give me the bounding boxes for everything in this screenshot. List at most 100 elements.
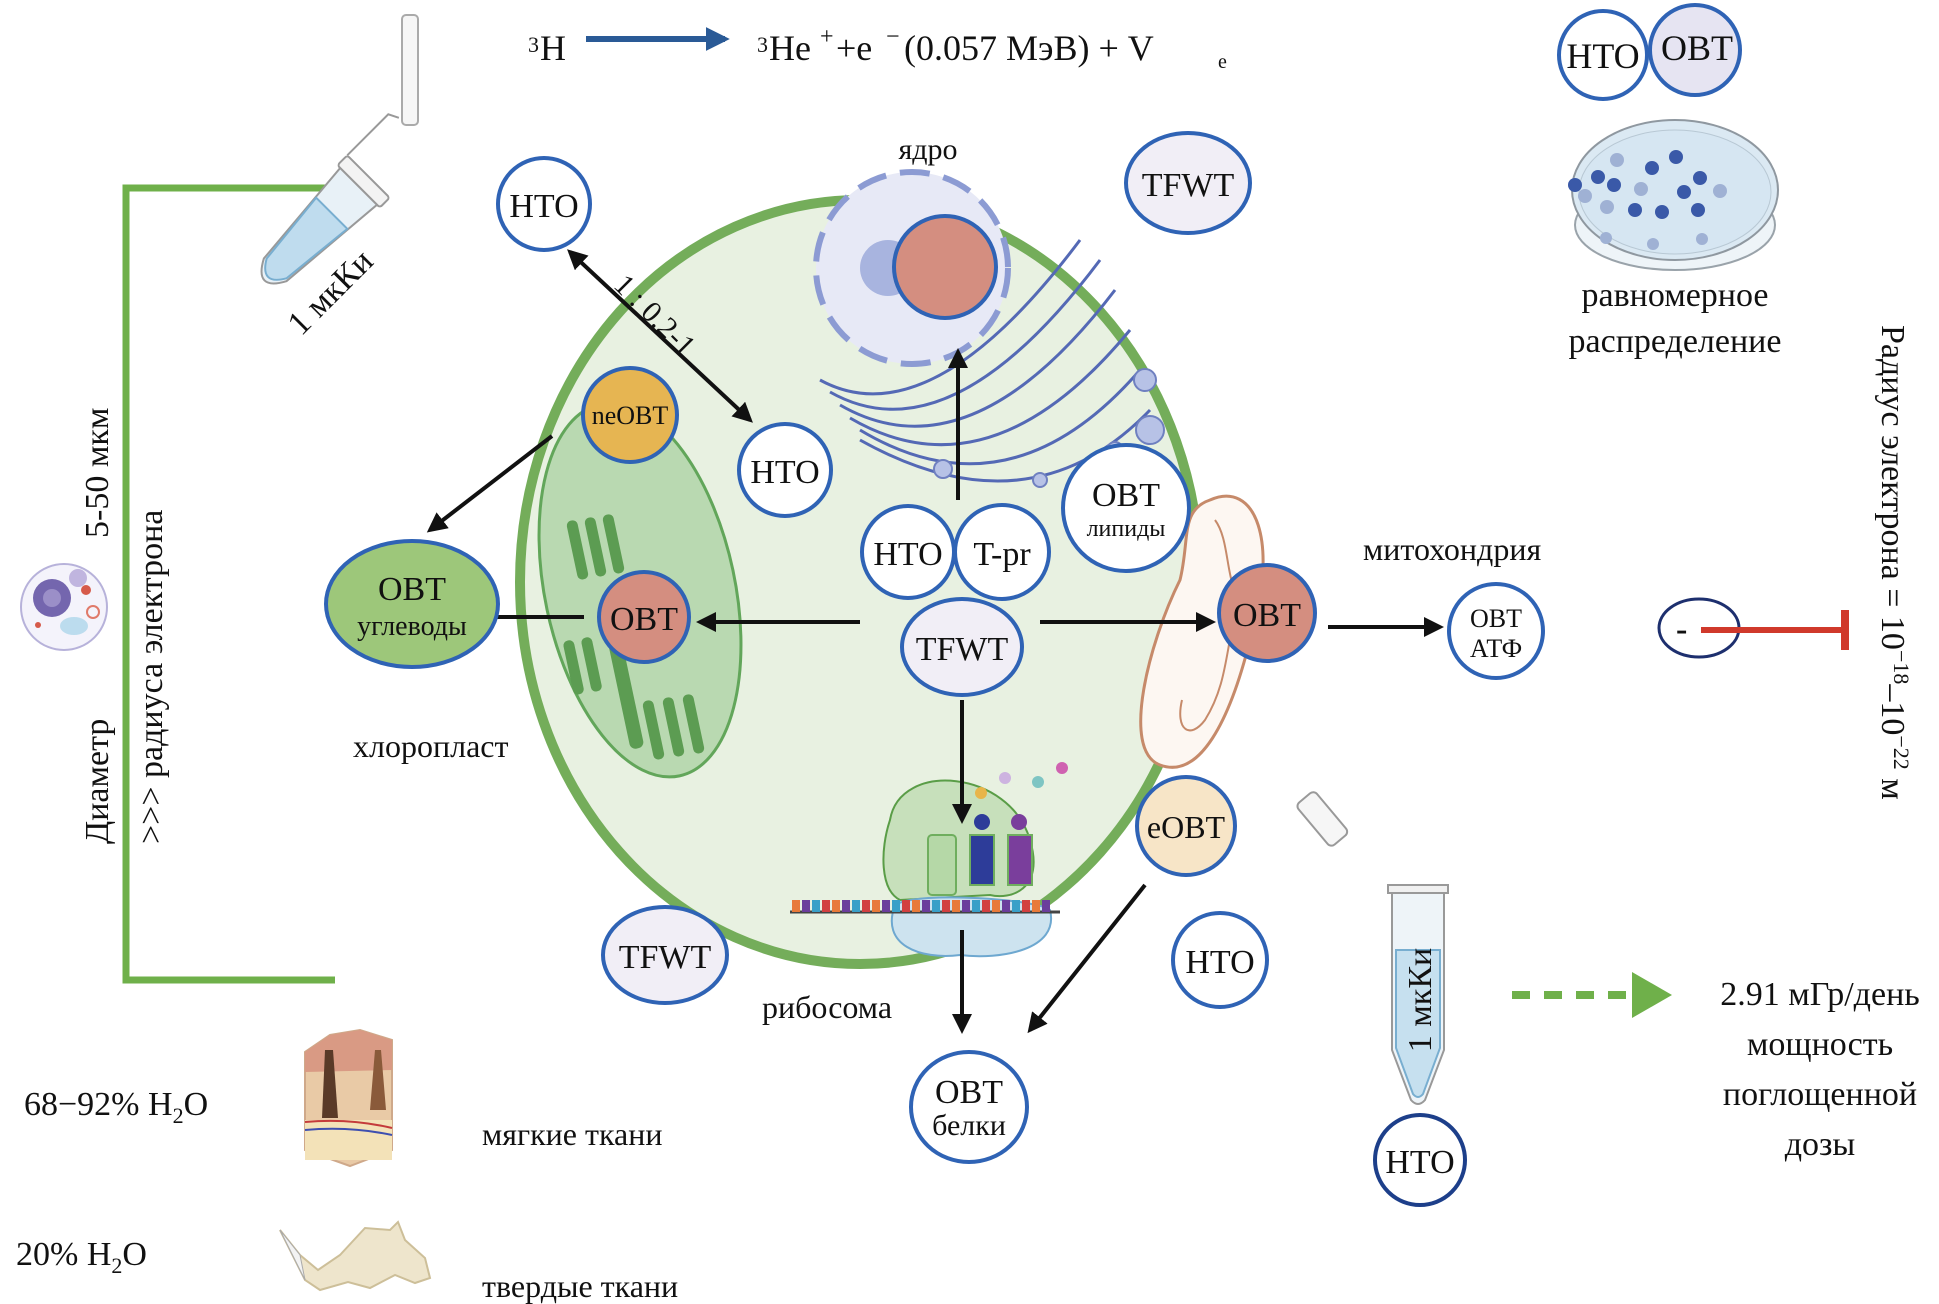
node-obt-carbohydrates [324,539,500,669]
chloroplast-label: хлоропласт [353,728,508,764]
cell-thumbnail-icon [20,563,108,651]
eq-energy: (0.057 МэВ) + V [904,28,1154,68]
node-hto-center-label: HTO [873,536,942,573]
soft-tissue-pct: 68−92% H [24,1086,173,1123]
diameter-label: Диаметр [79,719,116,844]
node-hto-outer-top [496,156,592,252]
dose-line2: мощность [1747,1026,1893,1063]
ribosome-label: рибосома [762,989,892,1025]
node-obt-mitochondria [1217,563,1317,663]
node-e-obt-label: eOBT [1147,809,1226,845]
diameter-value: 5-50 мкм [79,408,116,538]
mitochondria-label: митохондрия [1363,531,1541,567]
flow-arrows [426,249,1444,1034]
node-tfwt-center-label: TFWT [916,631,1009,668]
diameter-comparison: >>> радиуса электрона [133,510,170,844]
eq-lhs-mass: 3 [528,32,539,57]
tube-cap [401,14,419,126]
electron-radius-unit: м [1874,770,1911,800]
cell-size-scale: Диаметр 5-50 мкм >>> радиуса электрона [20,184,335,984]
node-obt-proteins [909,1050,1029,1164]
eq-rhs-mass: 3 [757,32,768,57]
node-obt-lipids-sub: липиды [1087,516,1166,542]
exchange-arrow [567,249,753,423]
dose-rate: 2.91 мГр/день [1720,976,1920,1013]
soft-tissue-label: мягкие ткани [482,1116,662,1152]
node-e-obt [1135,775,1237,877]
node-obt-chloroplast [597,570,691,664]
tritium-tube-right: 1 мкКи HTO 2.91 мГр/день мощность поглощ… [1296,791,1920,1207]
node-obt-proteins-title: OBT [935,1074,1003,1111]
electron-radius-label: Радиус электрона = 10−18–10−22 м [1874,325,1914,800]
size-bracket [122,184,335,984]
tritium-tube-left: 1 мкКи [260,14,419,343]
node-obt-atp-sub: АТФ [1470,634,1522,663]
eq-neutrino-sub: e [1218,51,1227,73]
tube-right-label: 1 мкКи [1402,948,1439,1052]
electron-radius-exp2: −22 [1889,735,1914,769]
node-t-pr-label: T-pr [973,536,1031,573]
hard-tissue-tail: O [122,1236,147,1273]
nucleus-icon [813,169,1011,367]
electron-radius-mid: –10 [1874,683,1911,735]
hard-tissue-pct: 20% H [16,1236,111,1273]
dose-line4: дозы [1785,1126,1856,1163]
node-tfwt-center [900,597,1024,697]
dish-caption-line1: равномерное [1582,277,1769,314]
node-hto-inner-label: HTO [750,454,819,491]
node-ne-obt [581,366,679,464]
electron-sign: - [1676,611,1687,648]
ribosome-icon [790,762,1068,958]
legend-obt-label: OBT [1661,28,1733,68]
eq-rhs: He [769,28,811,68]
tritium-nodes: HTO HTO neOBT OBT углеводы OBT HTO T-pr … [324,131,1545,1164]
electron-radius-scale: - Радиус электрона = 10−18–10−22 м [1657,325,1914,800]
dose-arrow-head [1632,972,1672,1018]
petri-dish-icon [1568,119,1779,271]
arrow-eobt-to-protein [1027,883,1147,1034]
node-tube-hto [1373,1113,1467,1207]
node-tube-hto-label: HTO [1385,1144,1454,1181]
node-tfwt-top-right [1124,131,1252,235]
soft-tissue-tail: O [184,1086,209,1123]
node-obt-atp-title: OBT [1470,604,1522,633]
skin-tissue-icon [304,1028,393,1168]
arrow-neobt-to-carb [426,434,554,533]
dish-caption-line2: распределение [1569,323,1782,360]
eq-rhs-charge: + [820,24,834,50]
node-obt-proteins-sub: белки [932,1109,1006,1142]
tissue-water-content: 68−92% H2O мягкие ткани 20% H2O твердые … [16,1028,678,1304]
legend-hto-node [1557,9,1649,101]
node-tfwt-bottom-left [601,905,729,1005]
node-hto-bottom-right-label: HTO [1185,944,1254,981]
tube-right-rim [1387,884,1449,894]
node-hto-bottom-right [1171,911,1269,1009]
node-obt-mitochondria-label: OBT [1233,597,1301,634]
electron-radius-exp1: −18 [1889,650,1914,684]
node-hto-inner [737,422,833,518]
eq-electron-charge: − [886,24,900,50]
node-hto-outer-top-label: HTO [509,188,578,225]
distribution-legend: HTO OBT равномерное распределение [1557,3,1782,360]
node-tfwt-top-right-label: TFWT [1142,167,1235,204]
node-obt-lipids [1061,443,1191,573]
hard-tissue-sub: 2 [111,1253,122,1278]
legend-hto-label: HTO [1566,36,1639,76]
bone-icon [279,1220,432,1292]
node-obt-carb-title: OBT [378,571,446,608]
eq-electron: +e [836,28,872,68]
node-obt-atp [1447,582,1545,680]
node-tfwt-bottom-left-label: TFWT [619,939,712,976]
eq-lhs: H [540,28,566,68]
nucleus-label: ядро [898,133,957,166]
tube-right-liquid [1395,949,1441,1098]
node-obt-chloroplast-label: OBT [610,601,678,638]
soft-tissue-water: 68−92% H2O [24,1086,208,1128]
hard-tissue-label: твердые ткани [482,1268,678,1304]
hard-tissue-water: 20% H2O [16,1236,147,1278]
node-obt-lipids-title: OBT [1092,477,1160,514]
node-obt-carb-sub: углеводы [357,611,467,642]
decay-equation: 3 H 3 He + +e − (0.057 МэВ) + V e [528,24,1227,73]
dose-line3: поглощенной [1723,1076,1917,1113]
electron-radius-text: Радиус электрона = 10 [1874,325,1911,650]
